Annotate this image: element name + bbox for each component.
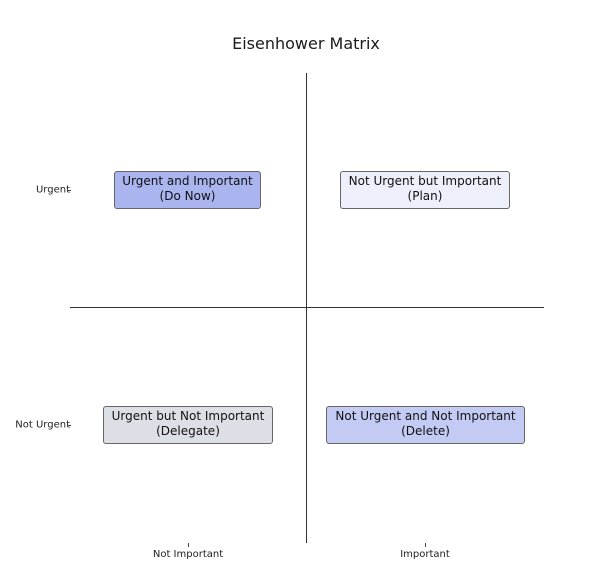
quadrant-delete: Not Urgent and Not Important (Delete) <box>326 406 525 444</box>
quadrant-action: (Do Now) <box>159 189 216 203</box>
y-tick-not-urgent <box>67 425 71 426</box>
quadrant-action: (Delegate) <box>156 424 220 438</box>
quadrant-plan: Not Urgent but Important (Plan) <box>340 171 510 209</box>
quadrant-title: Urgent and Important <box>122 174 253 188</box>
x-tick-not-important <box>188 543 189 547</box>
x-label-important: Important <box>400 549 450 560</box>
quadrant-title: Not Urgent and Not Important <box>335 409 516 423</box>
quadrant-title: Urgent but Not Important <box>111 409 265 423</box>
quadrant-do-now: Urgent and Important (Do Now) <box>114 171 261 209</box>
x-label-not-important: Not Important <box>152 549 224 560</box>
quadrant-delegate: Urgent but Not Important (Delegate) <box>103 406 273 444</box>
y-label-urgent: Urgent <box>35 184 70 196</box>
y-tick-urgent <box>67 190 71 191</box>
horizontal-axis-line <box>70 307 544 309</box>
quadrant-title: Not Urgent but Important <box>348 174 502 188</box>
diagram-title: Eisenhower Matrix <box>232 34 380 53</box>
quadrant-action: (Plan) <box>407 189 443 203</box>
quadrant-action: (Delete) <box>401 424 450 438</box>
y-label-not-urgent: Not Urgent <box>15 419 70 431</box>
x-tick-important <box>425 543 426 547</box>
